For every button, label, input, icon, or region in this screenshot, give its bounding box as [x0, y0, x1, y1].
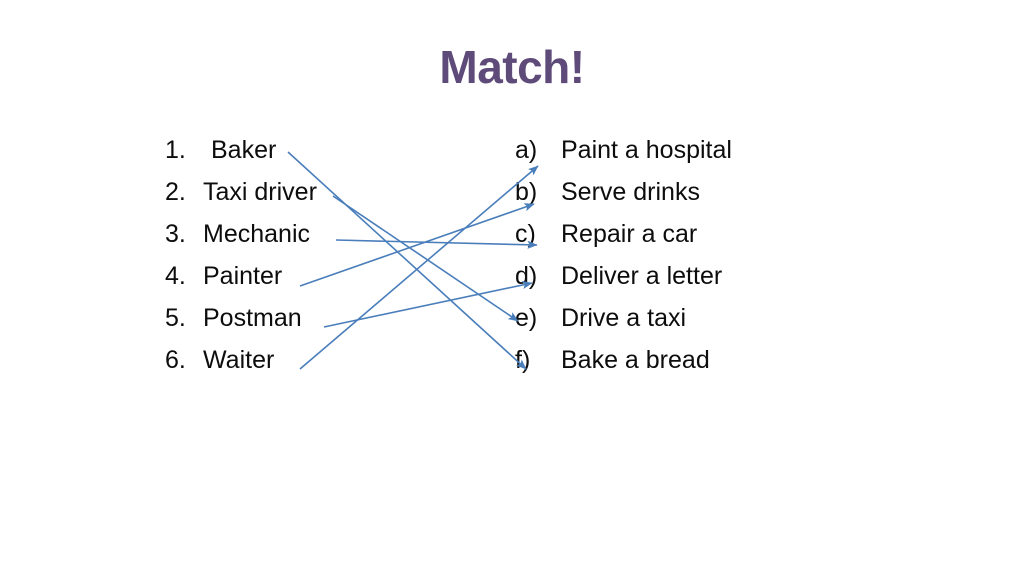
list-item[interactable]: 4. Painter [165, 262, 465, 304]
list-item-marker: 5. [165, 304, 186, 332]
list-item[interactable]: e) Drive a taxi [515, 304, 845, 346]
list-item-label: Bake a bread [561, 346, 710, 374]
list-item[interactable]: a) Paint a hospital [515, 136, 845, 178]
list-item[interactable]: f) Bake a bread [515, 346, 845, 388]
list-item-marker: b) [515, 178, 538, 206]
list-item-marker: a) [515, 136, 538, 164]
list-item-label: Painter [203, 262, 283, 290]
list-item[interactable]: 5. Postman [165, 304, 465, 346]
list-item-label: Deliver a letter [561, 262, 723, 290]
list-item-label: Baker [211, 136, 277, 164]
list-item[interactable]: b) Serve drinks [515, 178, 845, 220]
list-item-label: Serve drinks [561, 178, 700, 206]
list-item-label: Drive a taxi [561, 304, 687, 332]
list-item-marker: f) [515, 346, 531, 374]
list-item-label: Repair a car [561, 220, 698, 248]
connector-line-3-to-c[interactable] [335, 239, 538, 249]
list-item-marker: 6. [165, 346, 186, 374]
connector-lines [287, 151, 539, 370]
list-item-label: Paint a hospital [561, 136, 732, 164]
list-item-marker: 2. [165, 178, 186, 206]
list-item-label: Mechanic [203, 220, 310, 248]
list-item[interactable]: 3. Mechanic [165, 220, 465, 262]
connector-line-2-to-e[interactable] [332, 195, 519, 322]
list-item[interactable]: 1. Baker [165, 136, 465, 178]
list-item[interactable]: d) Deliver a letter [515, 262, 845, 304]
list-item-label: Postman [203, 304, 302, 332]
page-title: Match! [439, 41, 585, 93]
list-item[interactable]: 6. Waiter [165, 346, 465, 388]
list-item-marker: 4. [165, 262, 186, 290]
list-item-marker: 1. [165, 136, 186, 164]
list-item-label: Taxi driver [203, 178, 317, 206]
connector-line-6-to-a[interactable] [299, 165, 539, 370]
connector-line-4-to-b[interactable] [299, 203, 535, 287]
professions-list: 1. Baker 2. Taxi driver 3. Mechanic 4. P… [165, 136, 465, 388]
list-item[interactable]: c) Repair a car [515, 220, 845, 262]
list-item[interactable]: 2. Taxi driver [165, 178, 465, 220]
list-item-marker: e) [515, 304, 538, 332]
activities-list: a) Paint a hospital b) Serve drinks c) R… [515, 136, 845, 388]
list-item-marker: 3. [165, 220, 186, 248]
list-item-label: Waiter [203, 346, 275, 374]
list-item-marker: d) [515, 262, 538, 290]
connector-line-1-to-f[interactable] [287, 151, 527, 370]
